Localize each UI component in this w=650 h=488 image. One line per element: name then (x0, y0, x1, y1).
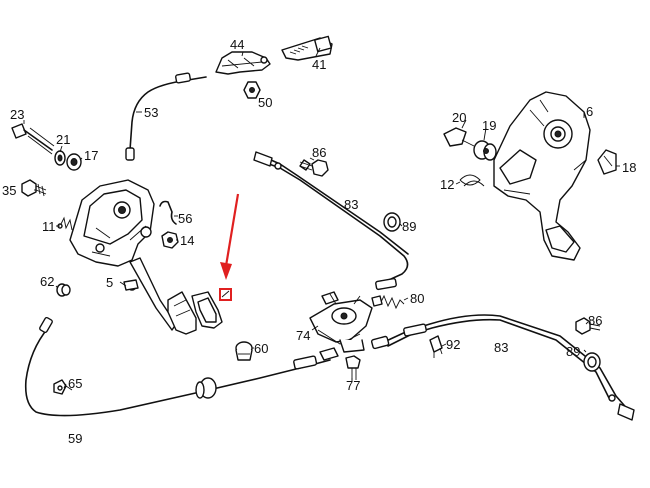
cable-59 (24, 316, 339, 417)
equalizer-74 (309, 291, 373, 353)
callout-44: 44 (230, 37, 244, 52)
callout-6: 6 (586, 104, 593, 119)
spring-12 (459, 174, 485, 187)
spring-11 (57, 216, 73, 231)
callout-17: 17 (84, 148, 98, 163)
clip-50 (243, 81, 261, 99)
callout-77: 77 (346, 378, 360, 393)
callout-21: 21 (56, 132, 70, 147)
callout-86-upper: 86 (312, 145, 326, 160)
callout-74: 74 (296, 328, 310, 343)
callout-89-upper: 89 (402, 219, 416, 234)
callout-83-lower: 83 (494, 340, 508, 355)
callout-18: 18 (622, 160, 636, 175)
bolt-23 (11, 123, 55, 155)
switch-41 (281, 35, 333, 61)
bolt-77 (345, 355, 361, 380)
lever-20 (443, 127, 475, 147)
highlight-arrow (219, 193, 240, 301)
callout-53: 53 (144, 105, 158, 120)
spring-80 (371, 294, 405, 310)
callout-50: 50 (258, 95, 272, 110)
callout-19: 19 (482, 118, 496, 133)
pad-18 (597, 149, 617, 175)
pedal-bracket-5 (69, 179, 197, 335)
clip-92 (429, 335, 443, 358)
nut-14 (161, 231, 179, 249)
callout-14: 14 (180, 233, 194, 248)
bracket-6 (493, 91, 591, 261)
bracket-44 (215, 51, 271, 75)
grommet-89-lower (583, 352, 601, 372)
bolt-86-upper (299, 159, 329, 177)
callout-labels: 44 41 50 53 23 21 17 35 11 56 14 5 62 60… (2, 37, 636, 446)
bushing-62 (56, 283, 71, 297)
callout-41: 41 (312, 57, 326, 72)
callout-35: 35 (2, 183, 16, 198)
callout-86-lower: 86 (588, 313, 602, 328)
callout-60: 60 (254, 341, 268, 356)
callout-23: 23 (10, 107, 24, 122)
bushing-19 (473, 140, 497, 161)
clip-56 (159, 200, 177, 225)
callout-11: 11 (42, 219, 56, 234)
callout-56: 56 (178, 211, 192, 226)
callout-59: 59 (68, 431, 82, 446)
callout-83-upper: 83 (344, 197, 358, 212)
callout-89-lower: 89 (566, 344, 580, 359)
callout-12: 12 (440, 177, 454, 192)
callout-20: 20 (452, 110, 466, 125)
callout-92: 92 (446, 337, 460, 352)
callout-65: 65 (68, 376, 82, 391)
callout-62: 62 (40, 274, 54, 289)
cable-53 (125, 72, 207, 161)
clip-65 (53, 379, 73, 395)
callout-5: 5 (106, 275, 113, 290)
leader-lines (23, 47, 620, 389)
bushing-17 (66, 153, 82, 171)
bolt-86-lower (575, 317, 601, 335)
grommet-60 (235, 341, 253, 361)
bolt-35 (21, 179, 47, 197)
cable-83-lower (370, 314, 635, 421)
callout-80: 80 (410, 291, 424, 306)
pedal-pad (191, 291, 223, 329)
cable-83-upper (253, 151, 409, 291)
washer-21 (54, 150, 66, 166)
grommet-89-upper (383, 212, 401, 232)
